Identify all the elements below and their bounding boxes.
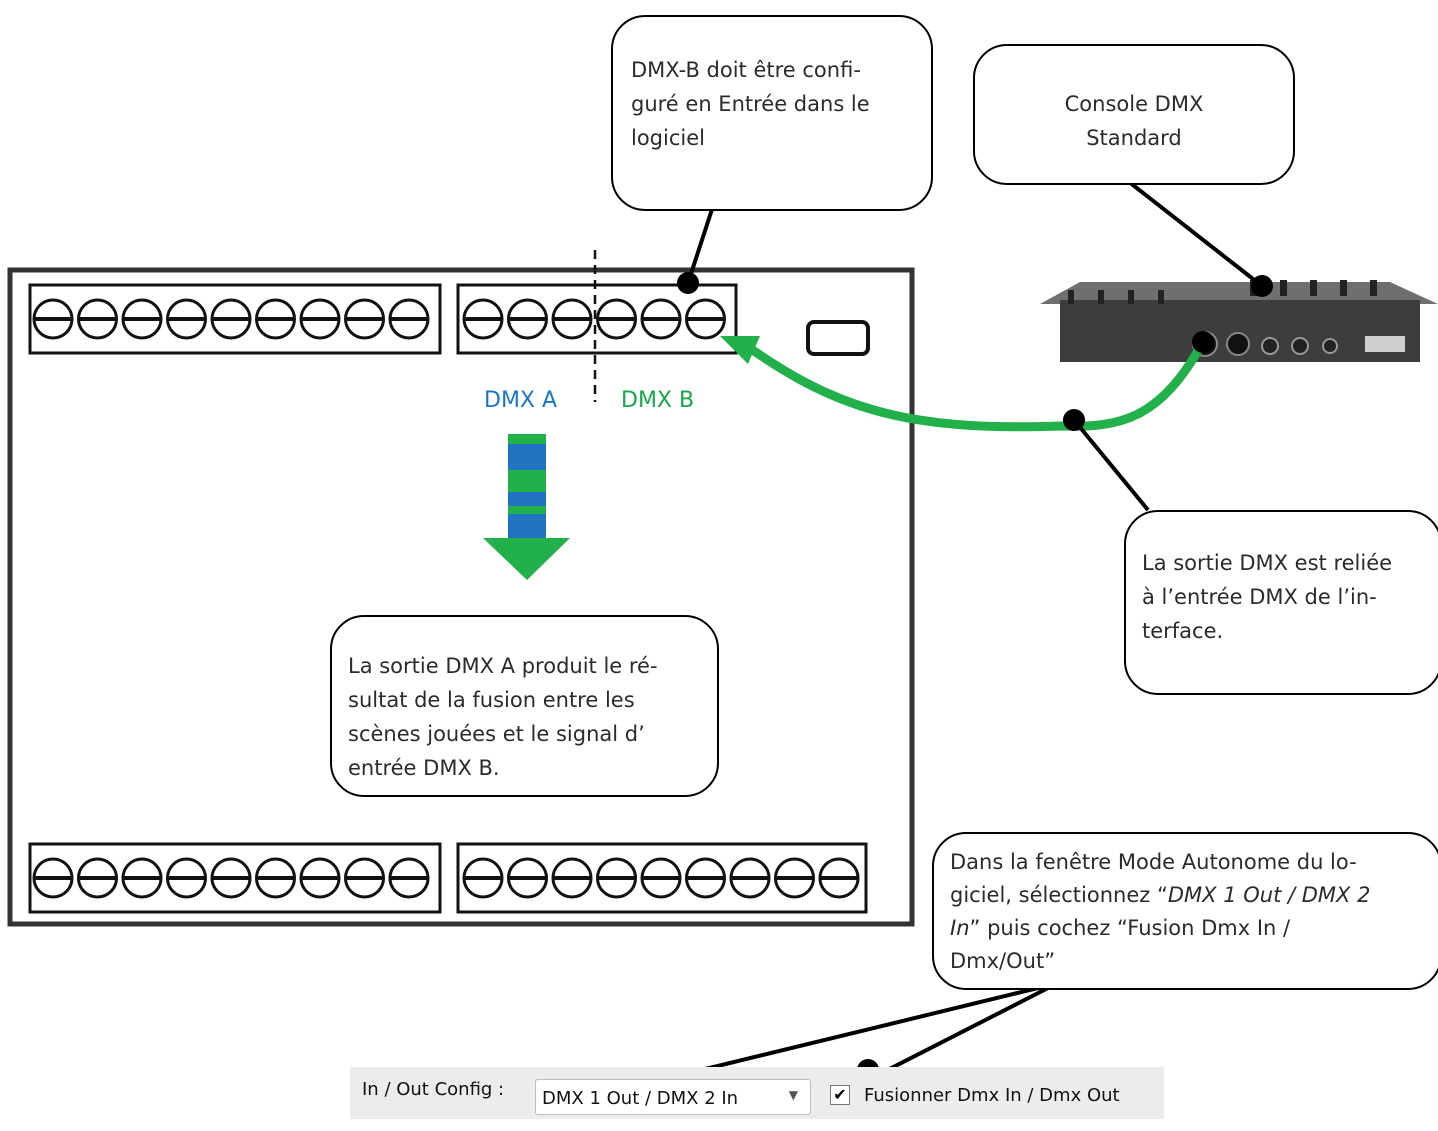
callout-text: ” puis cochez “Fusion Dmx In / <box>969 916 1291 940</box>
callout-line: terface. <box>1142 619 1224 643</box>
callout-autonomous-mode: Dans la fenêtre Mode Autonome du lo- gic… <box>932 832 1438 990</box>
dmx-b-label: DMX B <box>621 388 695 413</box>
dmx-a-label: DMX A <box>484 388 558 413</box>
callout-console: Console DMX Standard <box>973 44 1295 185</box>
callout-line: scènes jouées et le signal d’ <box>348 722 645 746</box>
callout-line: La sortie DMX est reliée <box>1142 551 1393 575</box>
in-out-config-bar: In / Out Config : DMX 1 Out / DMX 2 In ▼… <box>350 1067 1164 1119</box>
merge-checkbox[interactable]: ✔ <box>830 1085 850 1105</box>
leader-sortie-callout <box>1072 418 1150 512</box>
callout-dot <box>1192 331 1214 353</box>
merge-checkbox-label[interactable]: Fusionner Dmx In / Dmx Out <box>864 1085 1120 1106</box>
usb-port <box>806 320 870 356</box>
chevron-down-icon: ▼ <box>788 1088 798 1102</box>
callout-dot <box>677 272 699 294</box>
dmx-cable-arrowhead <box>720 336 760 364</box>
callout-line: DMX-B doit être confi- <box>631 58 861 82</box>
callout-line: Standard <box>1086 126 1182 150</box>
leader-autonome-checkbox <box>867 986 1049 1082</box>
callout-dmxb-config: DMX-B doit être confi- guré en Entrée da… <box>611 15 933 211</box>
callout-line: logiciel <box>631 126 705 150</box>
callout-emphasis: DMX 1 Out / DMX 2 <box>1167 883 1371 907</box>
interface-board <box>7 267 915 927</box>
callout-line: La sortie DMX A produit le ré- <box>348 654 658 678</box>
callout-text: giciel, sélectionnez “ <box>950 883 1168 907</box>
dmx-cable <box>741 339 1207 432</box>
dmx-console <box>1040 280 1438 362</box>
callout-line: In” puis cochez “Fusion Dmx In / <box>950 912 1428 945</box>
merge-arrow <box>483 434 570 580</box>
in-out-config-select[interactable]: DMX 1 Out / DMX 2 In ▼ <box>535 1079 811 1115</box>
callout-fusion-result: La sortie DMX A produit le ré- sultat de… <box>330 615 719 797</box>
callout-line: guré en Entrée dans le <box>631 92 870 116</box>
callout-emphasis: In <box>950 916 970 940</box>
leader-autonome-select <box>659 986 1039 1082</box>
callout-line: Dans la fenêtre Mode Autonome du lo- <box>950 850 1357 874</box>
leader-console-callout <box>1122 176 1264 288</box>
callout-dot <box>1063 409 1085 431</box>
callout-output-link: La sortie DMX est reliée à l’entrée DMX … <box>1124 510 1438 695</box>
callout-dot <box>1251 275 1273 297</box>
leader-dmxb-callout <box>686 196 718 284</box>
in-out-config-label: In / Out Config : <box>362 1079 505 1100</box>
config-select-value: DMX 1 Out / DMX 2 In <box>542 1088 739 1109</box>
callout-line: Dmx/Out” <box>950 949 1056 973</box>
callout-line: entrée DMX B. <box>348 756 500 780</box>
callout-line: sultat de la fusion entre les <box>348 688 635 712</box>
callout-line: Console DMX <box>1064 92 1204 116</box>
callout-line: giciel, sélectionnez “DMX 1 Out / DMX 2 <box>950 879 1428 912</box>
checkmark-icon: ✔ <box>833 1085 847 1104</box>
callout-line: à l’entrée DMX de l’in- <box>1142 585 1377 609</box>
